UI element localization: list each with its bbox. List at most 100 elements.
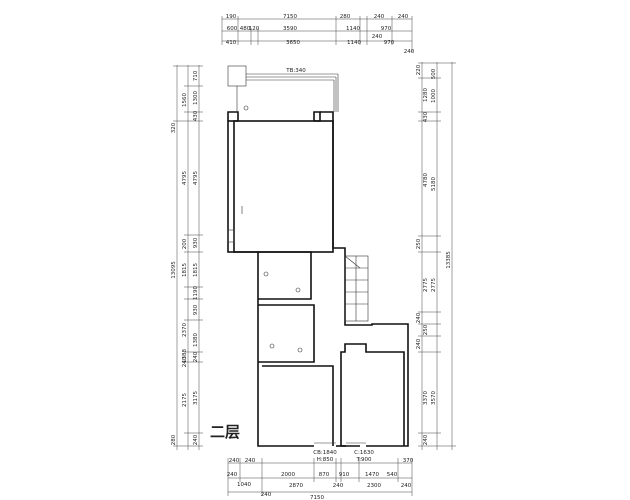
- bottom-dimension-chains: 240 240 2000 870 910 1470 540 370 240 10…: [227, 458, 414, 500]
- top-dim-r4-1: 240: [404, 49, 415, 55]
- left-mid-dim-5: 2370: [182, 323, 188, 337]
- left-outer-dim-2: 13095: [171, 261, 177, 279]
- left-inner-dim-8: 930: [193, 304, 199, 315]
- right-inner-dim-8: 240: [416, 338, 422, 349]
- bottom-dim-r1-1: 240: [229, 458, 240, 464]
- left-inner-dim-11: 240: [182, 356, 188, 367]
- wall-niche: [227, 229, 235, 243]
- right-mid-dim-3: 5180: [431, 177, 437, 191]
- left-mid-dim-2: 4795: [182, 171, 188, 185]
- left-mid-dim-4: 1815: [182, 263, 188, 277]
- top-dim-r3-1: 410: [226, 40, 237, 46]
- left-inner-dim-7: 1190: [193, 286, 199, 300]
- bottom-dim-r1-4: 870: [319, 472, 330, 478]
- right-inner-dim-7: 250: [423, 324, 429, 335]
- top-dim-r3-2: 3650: [286, 40, 300, 46]
- bottom-dim-r2-6: 240: [401, 483, 412, 489]
- bottom-dim-r1-3: 2000: [281, 472, 295, 478]
- floor-plan-walls: TB:340 CB:1840 H:850 C:1630: [227, 65, 409, 463]
- left-inner-dim-10: 240: [193, 351, 199, 362]
- bottom-dim-r2-5: 2300: [367, 483, 381, 489]
- top-dim-r2-2: 480: [240, 26, 251, 32]
- right-mid-dim-5: 3570: [431, 391, 437, 405]
- bottom-dim-r3-2: 7150: [310, 495, 324, 500]
- outer-wall-outline: [227, 111, 314, 447]
- top-dim-r2-4: 3590: [283, 26, 297, 32]
- pipe-shaft-box: [227, 65, 247, 87]
- top-dim-r3-3: 1140: [347, 40, 361, 46]
- bottom-left-window-label-1: CB:1840: [313, 450, 337, 456]
- outer-wall-right: [313, 111, 321, 122]
- right-inner-dim-4: 250: [416, 238, 422, 249]
- upper-room: [227, 120, 334, 253]
- top-dim-r2-3: 120: [249, 26, 260, 32]
- left-inner-dim-3: 430: [193, 110, 199, 121]
- fixture-dot-1: [243, 105, 249, 111]
- fixture-dot-4: [269, 343, 275, 349]
- right-inner-dim-2: 430: [423, 111, 429, 122]
- left-inner-dim-13: 240: [193, 434, 199, 445]
- pipe-label: TB:340: [285, 68, 306, 74]
- left-inner-dim-5: 930: [193, 237, 199, 248]
- top-dim-r2-5: 1140: [346, 26, 360, 32]
- top-dim-r1-4: 240: [374, 14, 385, 20]
- left-mid-dim-7: 2175: [182, 393, 188, 407]
- bottom-right-window-label-1: C:1630: [354, 450, 374, 456]
- top-dimension-chains: 190 7150 280 240 240 600 480 120 3590 11…: [221, 14, 415, 55]
- fixture-dot-5: [297, 347, 303, 353]
- bottom-dim-r1-2: 240: [245, 458, 256, 464]
- left-mid-dim-6: 1388: [182, 349, 188, 363]
- top-dim-r1-3: 280: [340, 14, 351, 20]
- bottom-dim-r1-7: 540: [387, 472, 398, 478]
- room-bottom-left: [262, 365, 334, 446]
- top-dim-r2-1: 600: [227, 26, 238, 32]
- top-dim-r1-5: 240: [398, 14, 409, 20]
- bottom-dim-r3-1: 240: [261, 492, 272, 498]
- top-dim-r1-1: 190: [226, 14, 237, 20]
- right-inner-dim-6: 240: [416, 312, 422, 323]
- left-inner-dim-4: 4795: [193, 171, 199, 185]
- right-dimension-chains: 220 13385 500 1000 5180 2775 3570 1280 4…: [416, 62, 456, 450]
- left-inner-dim-9: 1380: [193, 333, 199, 347]
- bottom-dim-r1-8: 370: [403, 458, 414, 464]
- bottom-right-window-label-2: T:900: [355, 457, 372, 463]
- bottom-dim-r1-5: 910: [339, 472, 350, 478]
- right-inner-dim-1: 1280: [423, 88, 429, 102]
- right-inner-dim-3: 4780: [423, 173, 429, 187]
- top-dim-r3-5: 970: [384, 40, 395, 46]
- bottom-left-window-label-2: H:850: [317, 457, 334, 463]
- right-outer-dim-1: 220: [416, 64, 422, 75]
- bottom-dim-r2-3: 2870: [289, 483, 303, 489]
- fixture-dot-3: [295, 287, 301, 293]
- room-lower: [258, 304, 315, 363]
- left-inner-dim-1: 710: [193, 70, 199, 81]
- bottom-dim-r2-4: 240: [333, 483, 344, 489]
- room-bottom-right: [340, 343, 405, 446]
- bottom-dim-r1-6: 1470: [365, 472, 379, 478]
- stair: [344, 255, 369, 322]
- left-inner-dim-2: 1300: [193, 91, 199, 105]
- left-outer-dim-1: 320: [171, 122, 177, 133]
- floor-label: 二层: [210, 423, 240, 441]
- left-inner-dim-6: 1815: [193, 263, 199, 277]
- left-mid-dim-1: 1560: [182, 93, 188, 107]
- top-dim-r2-6: 970: [381, 26, 392, 32]
- top-dim-r1-2: 7150: [283, 14, 297, 20]
- left-inner-dim-12: 3175: [193, 391, 199, 405]
- right-mid-dim-2: 1000: [431, 89, 437, 103]
- right-inner-dim-9: 3370: [423, 391, 429, 405]
- fixture-dot-2: [263, 271, 269, 277]
- right-mid-dim-1: 500: [431, 68, 437, 79]
- left-mid-dim-3: 200: [182, 238, 188, 249]
- right-mid-dim-4: 2775: [431, 278, 437, 292]
- left-outer-dim-3: 280: [171, 434, 177, 445]
- right-outer-dim-2: 13385: [446, 251, 452, 269]
- bottom-dim-r2-1: 240: [227, 472, 238, 478]
- room-middle: [258, 251, 312, 300]
- right-inner-dim-5: 2775: [423, 278, 429, 292]
- right-inner-dim-10: 240: [423, 434, 429, 445]
- left-dimension-chains: 320 13095 280 1560 4795 200 1815 2370 13…: [171, 65, 203, 450]
- bottom-dim-r2-2: 1040: [237, 482, 251, 488]
- top-dim-r3-4: 240: [372, 34, 383, 40]
